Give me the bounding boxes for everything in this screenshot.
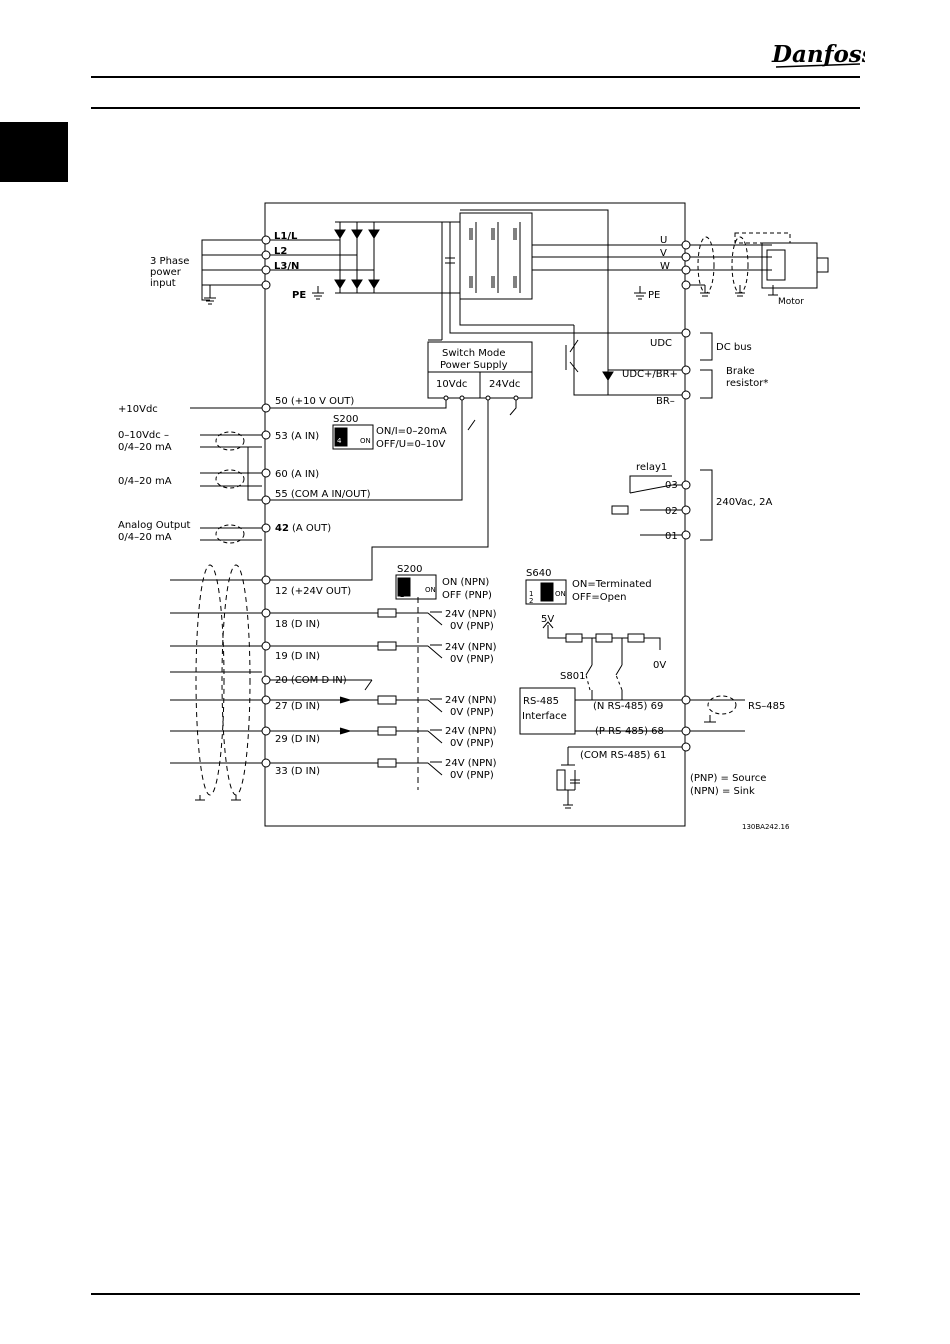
brake-label-2: resistor*: [726, 378, 768, 389]
s200-digital-pos1: 1: [400, 583, 404, 591]
terminal-20: 20 (COM D IN): [275, 675, 347, 686]
label-a3: 0/4–20 mA: [118, 476, 172, 487]
in18-pnp: 0V (PNP): [450, 621, 494, 632]
relay-rating: 240Vac, 2A: [716, 497, 772, 508]
in27-npn: 24V (NPN): [445, 695, 497, 706]
label-a1: 0–10Vdc –: [118, 430, 169, 441]
in18-npn: 24V (NPN): [445, 609, 497, 620]
terminal-61: (COM RS-485) 61: [580, 750, 666, 761]
terminal-55: 55 (COM A IN/OUT): [275, 489, 371, 500]
terminal-42: 42: [275, 523, 289, 534]
terminal-udc: UDC: [650, 338, 672, 349]
smps-line2: Power Supply: [440, 360, 508, 371]
s200-analog-off-desc: OFF/U=0–10V: [376, 439, 446, 450]
s200-analog-label: S200: [333, 414, 358, 425]
s200-analog-on-desc: ON/I=0–20mA: [376, 426, 447, 437]
terminal-18: 18 (D IN): [275, 619, 320, 630]
s640-terminated: ON=Terminated: [572, 579, 652, 590]
label-a2: 0/4–20 mA: [118, 442, 172, 453]
rs485-interface-2: Interface: [522, 711, 567, 722]
in33-npn: 24V (NPN): [445, 758, 497, 769]
header-rule-top: [91, 76, 860, 78]
terminal-69: (N RS-485) 69: [593, 701, 663, 712]
logo-wordmark: Danfoss: [771, 41, 865, 68]
label-ao1: Analog Output: [118, 520, 191, 531]
rs485-interface-1: RS-485: [523, 696, 559, 707]
relay-label: relay1: [636, 462, 667, 473]
s200-digital-pos2: 2: [400, 591, 404, 599]
terminal-60: 60 (A IN): [275, 469, 319, 480]
terminal-l1: L1/L: [274, 231, 298, 242]
supply-label-3: input: [150, 278, 176, 289]
chapter-tab: [0, 122, 68, 182]
s640-open: OFF=Open: [572, 592, 626, 603]
in29-pnp: 0V (PNP): [450, 738, 494, 749]
terminal-pe-out: PE: [648, 290, 660, 301]
smps-10v: 10Vdc: [436, 379, 467, 390]
terminal-29: 29 (D IN): [275, 734, 320, 745]
s640-on: ON: [555, 590, 566, 598]
rs485-bus-label: RS–485: [748, 701, 785, 712]
s200-analog-on: ON: [360, 437, 371, 445]
terminal-u: U: [660, 235, 667, 246]
terminal-12: 12 (+24V OUT): [275, 586, 351, 597]
terminal-33: 33 (D IN): [275, 766, 320, 777]
danfoss-logo: Danfoss: [771, 41, 865, 68]
label-ao2: 0/4–20 mA: [118, 532, 172, 543]
relay-02: 02: [665, 506, 678, 517]
s640-pos2: 2: [529, 597, 533, 605]
footer-rule: [91, 1293, 860, 1295]
terminal-v: V: [660, 248, 667, 259]
rs485-5v: 5V: [541, 614, 554, 625]
in27-pnp: 0V (PNP): [450, 707, 494, 718]
supply-label-1: 3 Phase: [150, 256, 189, 267]
terminal-68: (P RS-485) 68: [595, 726, 664, 737]
header-rule-bottom: [91, 107, 860, 109]
s640-label: S640: [526, 568, 551, 579]
brake-label-1: Brake: [726, 366, 755, 377]
terminal-l3: L3/N: [274, 261, 299, 272]
terminal-19: 19 (D IN): [275, 651, 320, 662]
s200-analog-pos: 4: [337, 437, 342, 445]
terminal-w: W: [660, 261, 670, 272]
motor-label: Motor: [778, 297, 804, 307]
terminal-udc-br: UDC+/BR+: [622, 369, 678, 380]
drive-enclosure: [264, 202, 686, 827]
terminal-l2: L2: [274, 246, 287, 257]
in29-npn: 24V (NPN): [445, 726, 497, 737]
smps-line1: Switch Mode: [442, 348, 506, 359]
legend-npn: (NPN) = Sink: [690, 786, 755, 797]
dc-bus-label: DC bus: [716, 342, 752, 353]
in33-pnp: 0V (PNP): [450, 770, 494, 781]
s200-digital-on-desc: ON (NPN): [442, 577, 489, 588]
s801-label: S801: [560, 671, 585, 682]
relay-01: 01: [665, 531, 678, 542]
terminal-27: 27 (D IN): [275, 701, 320, 712]
s200-digital-label: S200: [397, 564, 422, 575]
figure-code: 130BA242.16: [742, 823, 790, 831]
relay-03: 03: [665, 480, 678, 491]
rs485-0v: 0V: [653, 660, 666, 671]
s200-digital-on: ON: [425, 586, 436, 594]
smps-24v: 24Vdc: [489, 379, 520, 390]
supply-label-2: power: [150, 267, 182, 278]
s640-pos1: 1: [529, 590, 533, 598]
s200-digital-off-desc: OFF (PNP): [442, 590, 492, 601]
terminal-53: 53 (A IN): [275, 431, 319, 442]
terminal-br: BR–: [656, 396, 675, 407]
label-plus10: +10Vdc: [118, 404, 158, 415]
terminal-42-desc: (A OUT): [292, 523, 331, 534]
in19-npn: 24V (NPN): [445, 642, 497, 653]
terminal-50: 50 (+10 V OUT): [275, 396, 354, 407]
terminal-pe-in: PE: [292, 290, 306, 301]
in19-pnp: 0V (PNP): [450, 654, 494, 665]
legend-pnp: (PNP) = Source: [690, 773, 766, 784]
